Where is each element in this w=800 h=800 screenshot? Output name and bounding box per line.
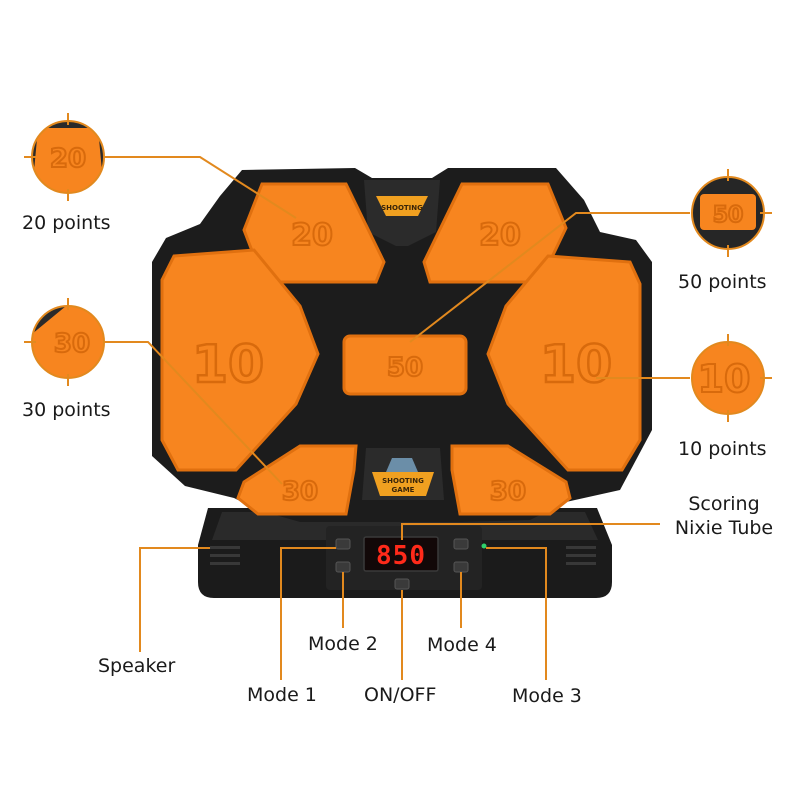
power-indicator-light — [481, 543, 487, 549]
label-scoring-nixie-tube: Scoring Nixie Tube — [662, 492, 786, 540]
zoom-badge-30: 30 — [24, 298, 105, 386]
score-display-value: 850 — [376, 541, 426, 571]
pad-bottom-right-value: 30 — [490, 477, 526, 507]
score-display: 850 — [363, 536, 439, 572]
pad-center[interactable]: 50 — [342, 334, 468, 396]
label-mode-2: Mode 2 — [308, 633, 378, 655]
leader-lines — [104, 156, 690, 680]
zoom-badge-20-value: 20 — [50, 144, 86, 174]
label-20-points: 20 points — [22, 212, 111, 234]
label-mode-4: Mode 4 — [427, 634, 497, 656]
label-scoring-line1: Scoring — [688, 493, 760, 515]
mode-1-button[interactable] — [335, 538, 351, 550]
mode-4-button[interactable] — [453, 561, 469, 573]
pad-bottom-left-value: 30 — [282, 477, 318, 507]
label-10-points: 10 points — [678, 438, 767, 460]
leader-20 — [104, 156, 297, 219]
target-device: SHOOTING SHOOTING GAME 20 20 10 — [152, 168, 652, 598]
logo-plate-bottom: SHOOTING GAME — [362, 448, 444, 500]
mode-3-button[interactable] — [453, 538, 469, 550]
logo-plate-top: SHOOTING — [364, 180, 440, 246]
pad-right-value: 10 — [540, 335, 612, 395]
label-mode-1: Mode 1 — [247, 684, 317, 706]
label-on-off: ON/OFF — [364, 684, 437, 706]
zoom-badge-30-value: 30 — [54, 329, 90, 359]
zoom-badge-50-value: 50 — [713, 203, 744, 228]
zoom-badge-20: 20 — [24, 113, 105, 201]
leader-30 — [104, 341, 283, 485]
leader-speaker — [139, 547, 210, 652]
pad-bottom-left[interactable]: 30 — [236, 444, 358, 516]
pad-right[interactable]: 10 — [486, 254, 642, 472]
speaker-grille-left — [210, 546, 240, 565]
label-50-points: 50 points — [678, 271, 767, 293]
logo-text-bottom-1: SHOOTING — [382, 477, 424, 485]
leader-scoring — [401, 523, 660, 540]
label-scoring-line2: Nixie Tube — [674, 517, 774, 539]
zoom-badge-10: 10 — [691, 334, 772, 422]
label-mode-3: Mode 3 — [512, 685, 582, 707]
speaker-grille-right — [566, 546, 596, 565]
leader-50 — [409, 212, 690, 343]
pad-bottom-right[interactable]: 30 — [450, 444, 572, 516]
pad-top-left-value: 20 — [291, 218, 333, 253]
logo-text-top: SHOOTING — [381, 204, 423, 212]
zoom-badge-50: 50 — [691, 169, 772, 257]
pad-top-right-value: 20 — [479, 218, 521, 253]
leader-mode-1 — [280, 547, 336, 680]
pad-left-value: 10 — [192, 335, 264, 395]
logo-text-bottom-2: GAME — [392, 486, 415, 494]
power-button[interactable] — [394, 578, 410, 590]
pad-center-value: 50 — [387, 353, 423, 383]
mode-2-button[interactable] — [335, 561, 351, 573]
label-30-points: 30 points — [22, 399, 111, 421]
pad-top-left[interactable]: 20 — [242, 182, 386, 284]
zoom-badge-10-value: 10 — [698, 357, 751, 401]
pad-left[interactable]: 10 — [160, 248, 320, 472]
label-speaker: Speaker — [98, 655, 176, 677]
pad-top-right[interactable]: 20 — [422, 182, 568, 284]
leader-mode-3 — [486, 547, 547, 680]
